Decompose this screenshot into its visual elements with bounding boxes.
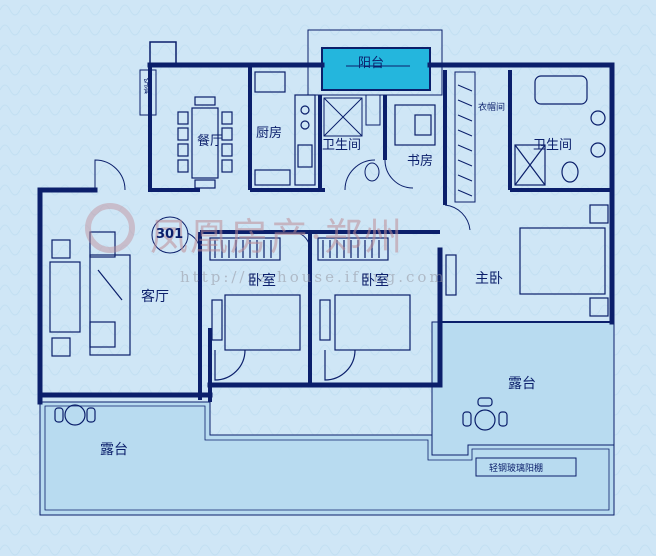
- room-label-bath-small: 卫生间: [322, 138, 362, 153]
- bed-icon: [209, 237, 301, 381]
- room-label-bedroom2: 卧室: [361, 273, 389, 289]
- railing-box: [475, 457, 577, 477]
- watermark-text: 凤凰房产·郑州: [150, 215, 405, 259]
- room-label-cloakroom: 衣帽间: [478, 103, 506, 113]
- room-label-living: 客厅: [141, 289, 169, 305]
- bed-icon-2: [317, 237, 411, 381]
- sofa-icon: [49, 231, 131, 357]
- balcony-top-area: [321, 47, 431, 91]
- bath-fixtures-icon: [323, 94, 381, 182]
- room-label-terrace-left: 露台: [100, 442, 128, 458]
- dining-table-icon: [177, 96, 233, 189]
- unit-badge: [151, 216, 189, 254]
- master-bed-icon: [445, 204, 609, 317]
- railing-annotation: 轻钢玻璃阳棚: [489, 464, 544, 474]
- kitchen-counter-icon: [254, 71, 316, 186]
- room-label-dining: 餐厅: [197, 134, 224, 149]
- watermark-url: http://zz.house.ifeng.com: [180, 268, 447, 286]
- unit-number: 301: [156, 227, 184, 242]
- terrace-table-icon: [54, 397, 508, 431]
- room-label-terrace-right: 露台: [508, 376, 536, 392]
- room-label-bath-master: 卫生间: [533, 138, 573, 153]
- room-label-kitchen: 厨房: [256, 126, 283, 141]
- wardrobe-icon: [454, 71, 476, 203]
- room-label-master-bedroom: 主卧: [475, 271, 503, 287]
- ac-annotation: 空调: [143, 78, 152, 94]
- study-desk-icon: [394, 104, 436, 146]
- room-label-balcony: 阳台: [358, 56, 385, 71]
- room-label-study: 书房: [407, 154, 434, 169]
- room-label-bedroom1: 卧室: [248, 273, 276, 289]
- master-bath-fixtures-icon: [514, 75, 606, 186]
